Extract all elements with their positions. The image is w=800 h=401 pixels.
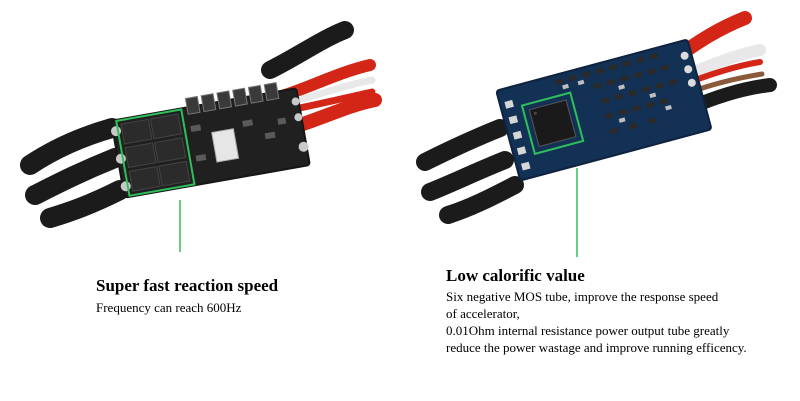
left-esc-input-wires — [20, 118, 130, 228]
left-feature-line: Frequency can reach 600Hz — [96, 300, 242, 315]
right-feature-line: Six negative MOS tube, improve the respo… — [446, 289, 719, 304]
right-esc-board — [416, 11, 777, 257]
left-feature-title: Super fast reaction speed — [96, 276, 279, 295]
left-feature-caption: Super fast reaction speed Frequency can … — [96, 276, 278, 316]
right-highlight-box — [520, 91, 585, 156]
right-feature-line: reduce the power wastage and improve run… — [446, 340, 747, 355]
right-esc-input-wires — [416, 119, 524, 224]
right-feature-line: 0.01Ohm internal resistance power output… — [446, 323, 730, 338]
left-highlight-box — [115, 108, 196, 197]
left-esc-board — [20, 21, 382, 252]
right-feature-caption: Low calorific value Six negative MOS tub… — [446, 266, 747, 356]
right-feature-title: Low calorific value — [446, 266, 585, 285]
right-feature-line: of accelerator, — [446, 306, 520, 321]
